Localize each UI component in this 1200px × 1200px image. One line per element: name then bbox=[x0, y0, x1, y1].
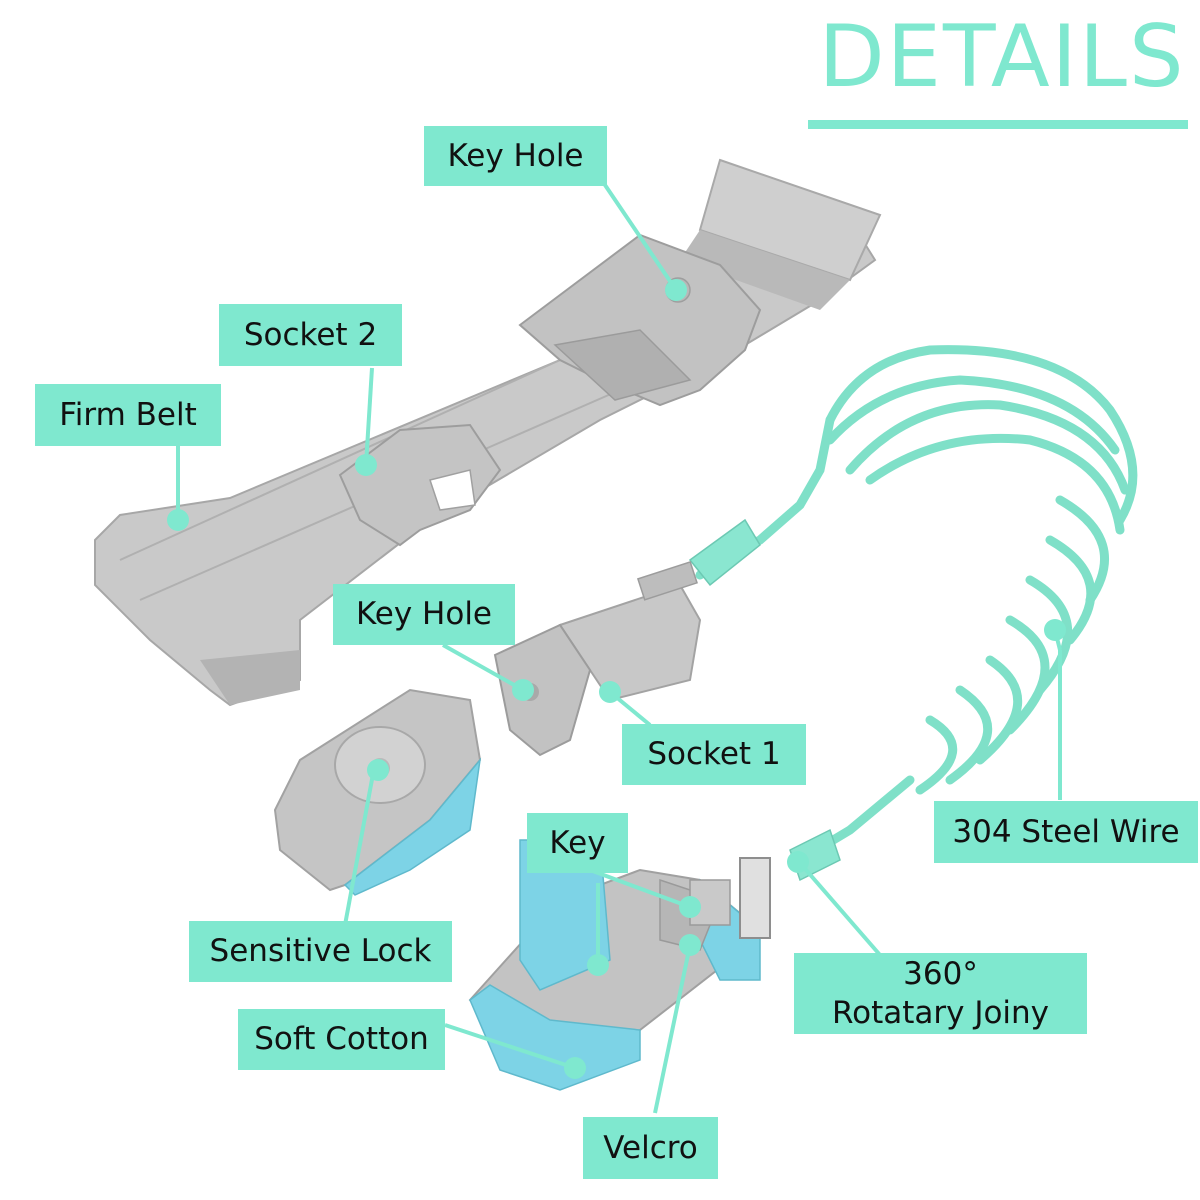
callout-label: Key bbox=[549, 824, 606, 861]
coil-end-fittings bbox=[688, 518, 841, 882]
callout-key-hole-middle: Key Hole bbox=[333, 584, 515, 645]
middle-strap bbox=[493, 560, 702, 757]
callout-socket-2: Socket 2 bbox=[219, 304, 402, 366]
socket-2-buckle bbox=[338, 423, 502, 547]
callout-label: Soft Cotton bbox=[254, 1021, 429, 1058]
callout-label: 304 Steel Wire bbox=[952, 813, 1180, 850]
callout-velcro: Velcro bbox=[583, 1117, 718, 1179]
callout-socket-1: Socket 1 bbox=[622, 724, 806, 785]
sensitive-lock-cuff bbox=[273, 688, 482, 896]
leader-dots bbox=[167, 279, 1066, 1079]
callout-label-line-1: 360° bbox=[903, 955, 978, 992]
callout-rotatary-joint: 360° Rotatary Joiny bbox=[794, 953, 1087, 1034]
callout-key-hole-top: Key Hole bbox=[424, 126, 607, 186]
callout-label: Firm Belt bbox=[59, 396, 197, 433]
callout-label: Velcro bbox=[603, 1129, 698, 1166]
title-underline bbox=[808, 120, 1188, 129]
callout-label: Socket 1 bbox=[647, 736, 781, 773]
callout-label: Socket 2 bbox=[243, 316, 378, 353]
callout-steel-wire: 304 Steel Wire bbox=[934, 801, 1198, 863]
callout-firm-belt: Firm Belt bbox=[35, 384, 221, 446]
callout-label: Key Hole bbox=[447, 137, 584, 174]
callout-soft-cotton: Soft Cotton bbox=[238, 1009, 445, 1070]
callout-label-line-2: Rotatary Joiny bbox=[831, 994, 1050, 1031]
callout-key: Key bbox=[527, 813, 628, 873]
page-title: DETAILS bbox=[818, 7, 1186, 107]
callout-label: Sensitive Lock bbox=[209, 933, 432, 970]
coil-cable bbox=[695, 345, 1138, 865]
callout-sensitive-lock: Sensitive Lock bbox=[189, 921, 452, 982]
velcro-cuff bbox=[468, 839, 771, 1091]
callout-label: Key Hole bbox=[355, 596, 493, 633]
